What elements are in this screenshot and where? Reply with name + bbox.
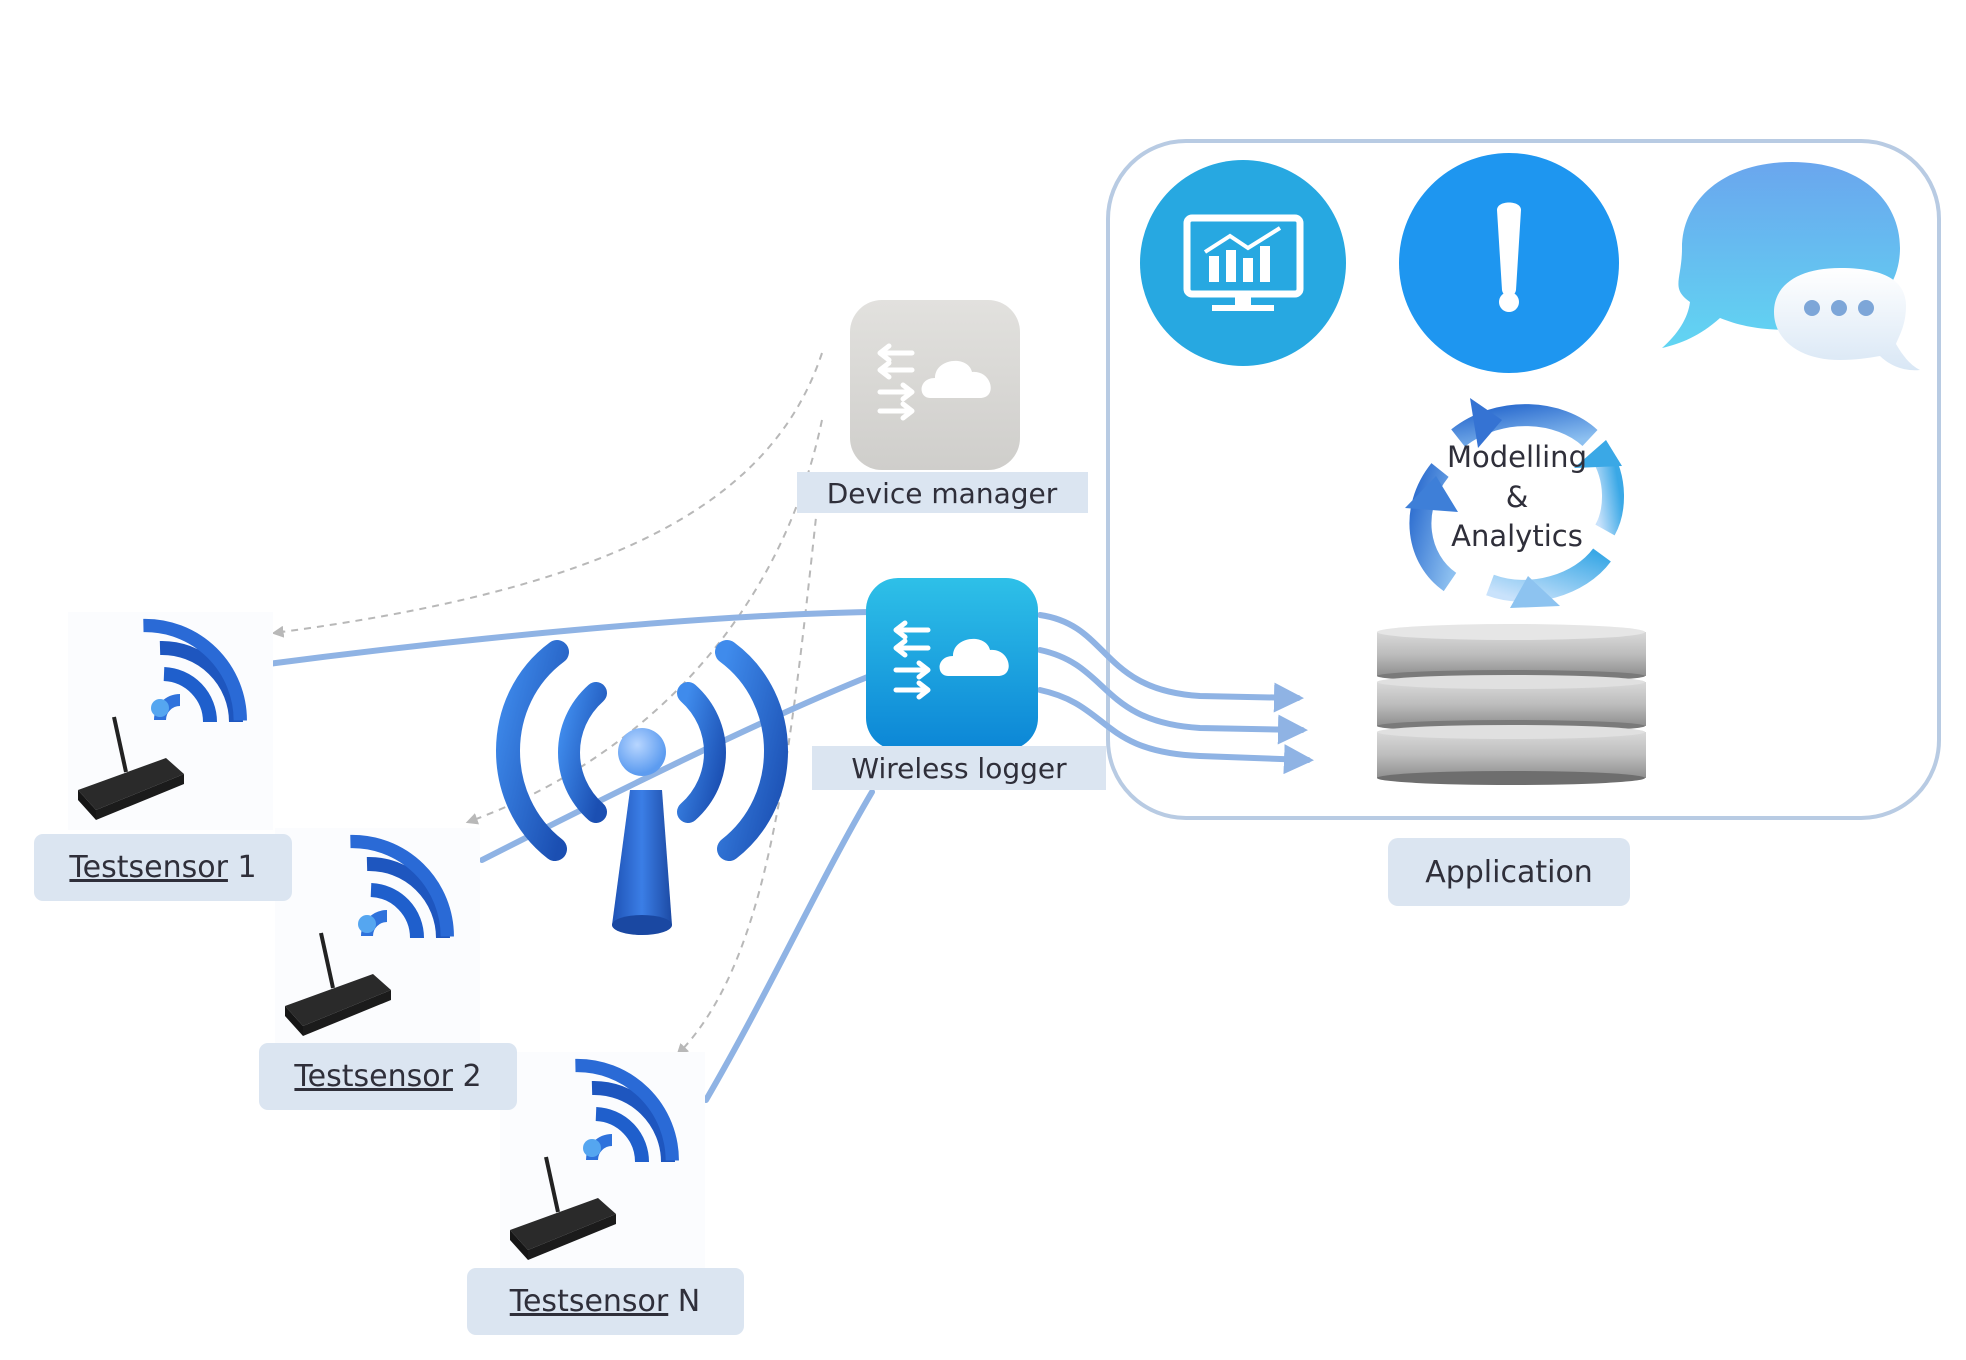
dm-link-sensor-1 [274, 353, 822, 633]
sensor-2-label-group: Testsensor 2 [259, 1043, 517, 1110]
broadcast-antenna-icon [508, 652, 776, 935]
device-manager-label: Device manager [827, 477, 1058, 510]
router-signal-icon [275, 828, 480, 1046]
alert-node [1399, 153, 1619, 373]
sensor-2-label: Testsensor 2 [293, 1059, 481, 1094]
sensor-1-label-group: Testsensor 1 [34, 834, 292, 901]
wireless-logger-label: Wireless logger [851, 752, 1067, 785]
sensor-n-label: Testsensor N [509, 1284, 701, 1319]
sensor-n-label-group: Testsensor N [467, 1268, 744, 1335]
modelling-label-line-3: Analytics [1451, 519, 1583, 553]
router-signal-icon [500, 1052, 705, 1270]
sensor-1-label: Testsensor 1 [68, 850, 256, 885]
database-icon [1377, 624, 1646, 785]
router-signal-icon [68, 612, 273, 830]
dashboard-node [1140, 160, 1346, 366]
chat-bubbles-icon [1662, 162, 1920, 370]
modelling-label-line-1: Modelling [1447, 440, 1587, 474]
device-manager-node: Device manager [797, 300, 1088, 513]
application-label: Application [1425, 855, 1593, 890]
messages-node [1662, 162, 1920, 370]
dm-link-sensor-n [678, 480, 820, 1054]
logger-to-app-arrow-1 [1040, 615, 1298, 698]
modelling-label-line-2: & [1506, 480, 1529, 514]
